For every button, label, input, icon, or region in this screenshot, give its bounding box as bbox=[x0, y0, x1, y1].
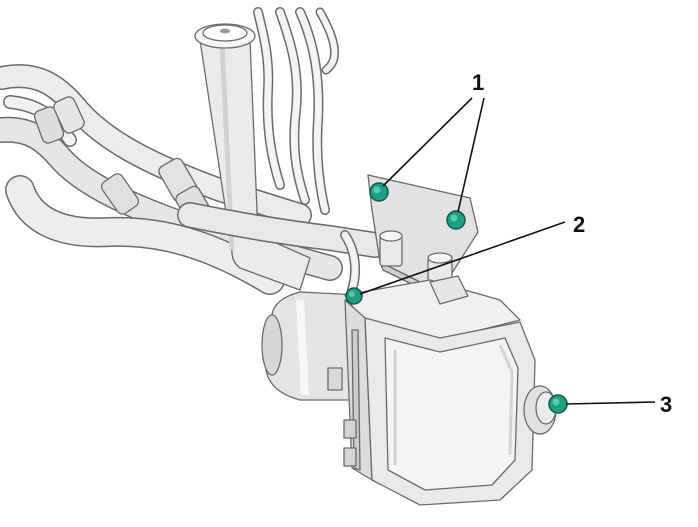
callout-3: 3 bbox=[660, 392, 672, 417]
stud-fittings bbox=[340, 230, 453, 295]
control-module bbox=[343, 275, 536, 506]
leader-line-1a bbox=[382, 97, 473, 187]
bolt-icon bbox=[548, 394, 568, 414]
hose-clamp bbox=[33, 96, 215, 231]
hose-lower bbox=[5, 175, 285, 295]
bolt-icon bbox=[446, 210, 466, 230]
hose-bundle bbox=[0, 64, 343, 295]
callout-1: 1 bbox=[472, 70, 484, 95]
hose-cross bbox=[177, 202, 388, 258]
bolt-icon bbox=[369, 182, 389, 202]
brake-lines-upper bbox=[253, 7, 340, 215]
leader-line-3 bbox=[565, 401, 656, 405]
bolt-icon bbox=[345, 287, 363, 305]
callout-2: 2 bbox=[573, 212, 585, 237]
fastener-group bbox=[345, 182, 568, 414]
leader-lines bbox=[359, 97, 656, 405]
leader-line-1b bbox=[457, 97, 485, 213]
callout-labels: 1 2 3 bbox=[472, 70, 672, 417]
leader-line-2 bbox=[359, 221, 566, 295]
